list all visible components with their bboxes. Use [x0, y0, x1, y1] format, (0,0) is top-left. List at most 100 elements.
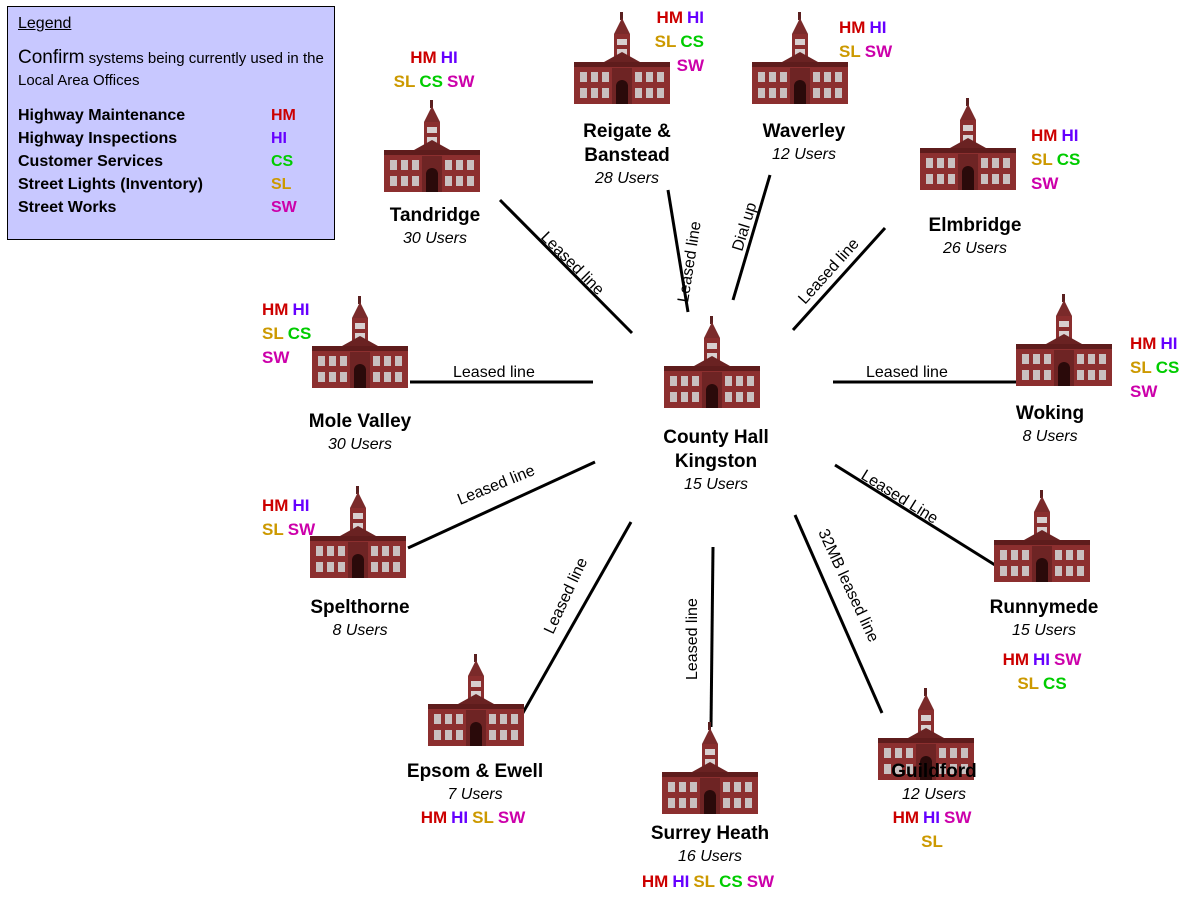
system-code-hi: HI — [292, 300, 310, 319]
site-guildford: Guildford 12 Users — [854, 760, 1014, 806]
system-code-sl: SL — [693, 872, 716, 891]
system-code-hm: HM — [262, 496, 289, 515]
building-icon-hub — [664, 316, 760, 413]
system-code-cs: CS — [287, 324, 312, 343]
codes-row: SW — [1130, 380, 1196, 404]
legend-note-lead: Confirm — [18, 47, 85, 68]
site-name: Spelthorne — [310, 597, 410, 618]
building-icon-guildford — [878, 688, 974, 785]
site-name: Woking — [1015, 403, 1085, 424]
system-code-hi: HI — [687, 8, 704, 27]
site-woking: Woking 8 Users — [990, 402, 1110, 448]
site-users: 16 Users — [677, 848, 743, 865]
system-code-hi: HI — [440, 48, 458, 67]
codes-row: SW — [630, 54, 708, 78]
link-label-woking: Leased line — [866, 364, 948, 381]
site-mole-valley: Mole Valley 30 Users — [280, 410, 440, 456]
site-users: 26 Users — [942, 240, 1008, 257]
link-line-reigate — [666, 189, 690, 313]
link-label-epsom: Leased line — [541, 555, 591, 636]
site-name-line2: Banstead — [584, 145, 670, 166]
system-code-sl: SL — [921, 832, 943, 851]
site-users: 30 Users — [402, 230, 468, 247]
legend-code: SW — [271, 199, 297, 216]
system-code-sw: SW — [1054, 650, 1082, 669]
building-icon-elmbridge — [920, 98, 1016, 195]
hub-users: 15 Users — [683, 476, 749, 493]
system-code-sl: SL — [654, 32, 677, 51]
system-code-cs: CS — [1155, 358, 1180, 377]
system-code-hm: HM — [641, 872, 669, 891]
link-line-spelthorne — [407, 460, 596, 550]
site-name: Runnymede — [989, 597, 1099, 618]
system-code-hm: HM — [410, 48, 437, 67]
site-users: 7 Users — [447, 786, 503, 803]
system-code-hm: HM — [839, 18, 866, 37]
site-users: 12 Users — [901, 786, 967, 803]
site-name: Surrey Heath — [650, 823, 770, 844]
site-spelthorne: Spelthorne 8 Users — [280, 596, 440, 642]
site-name: Elmbridge — [928, 215, 1022, 236]
legend-name: Highway Inspections — [18, 130, 178, 147]
building-icon-mole-valley — [312, 296, 408, 393]
system-code-hm: HM — [1002, 650, 1030, 669]
hub-name-line2: Kingston — [674, 451, 758, 472]
legend-note: Confirm systems being currently used in … — [18, 47, 324, 92]
building-icon-tandridge — [384, 100, 480, 197]
site-users: 30 Users — [327, 436, 393, 453]
site-name-line1: Reigate & — [583, 121, 671, 142]
legend-box: Legend Confirm systems being currently u… — [7, 6, 335, 240]
site-users: 15 Users — [1011, 622, 1077, 639]
system-code-hm: HM — [1130, 334, 1157, 353]
system-code-sl: SL — [1130, 358, 1152, 377]
site-users: 8 Users — [332, 622, 388, 639]
system-code-sw: SW — [676, 56, 704, 75]
site-name: Epsom & Ewell — [406, 761, 544, 782]
legend-name: Highway Maintenance — [18, 107, 186, 124]
link-label-surrey-heath: Leased line — [684, 598, 701, 680]
link-line-surrey-heath — [709, 546, 715, 728]
legend-code: HI — [271, 130, 287, 147]
system-code-hi: HI — [1033, 650, 1051, 669]
legend-code: SL — [271, 176, 292, 193]
link-label-mole-valley: Leased line — [453, 364, 535, 381]
system-code-sl: SL — [262, 324, 284, 343]
building-icon-reigate — [574, 12, 670, 109]
system-code-sw: SW — [944, 808, 972, 827]
system-code-cs: CS — [680, 32, 704, 51]
site-name: Mole Valley — [308, 411, 412, 432]
codes-row: SL — [874, 830, 994, 854]
system-code-sw: SW — [746, 872, 775, 891]
site-runnymede: Runnymede 15 Users — [964, 596, 1124, 642]
link-line-elmbridge — [791, 226, 887, 332]
system-code-cs: CS — [719, 872, 743, 891]
legend-row-hi: Highway Inspections HI — [18, 127, 324, 150]
codes-row: SW — [1031, 172, 1121, 196]
system-code-sl: SL — [393, 72, 416, 91]
site-name: Waverley — [762, 121, 846, 142]
legend-row-sw: Street Works SW — [18, 196, 324, 219]
site-name: Guildford — [891, 761, 977, 782]
legend-name: Customer Services — [18, 153, 163, 170]
system-code-hm: HM — [262, 300, 289, 319]
system-code-cs: CS — [1056, 150, 1081, 169]
system-code-cs: CS — [1043, 674, 1067, 693]
system-code-hm: HM — [420, 808, 448, 827]
legend-name: Street Works — [18, 199, 117, 216]
legend-code: CS — [271, 153, 294, 170]
legend-title: Legend — [18, 15, 72, 32]
